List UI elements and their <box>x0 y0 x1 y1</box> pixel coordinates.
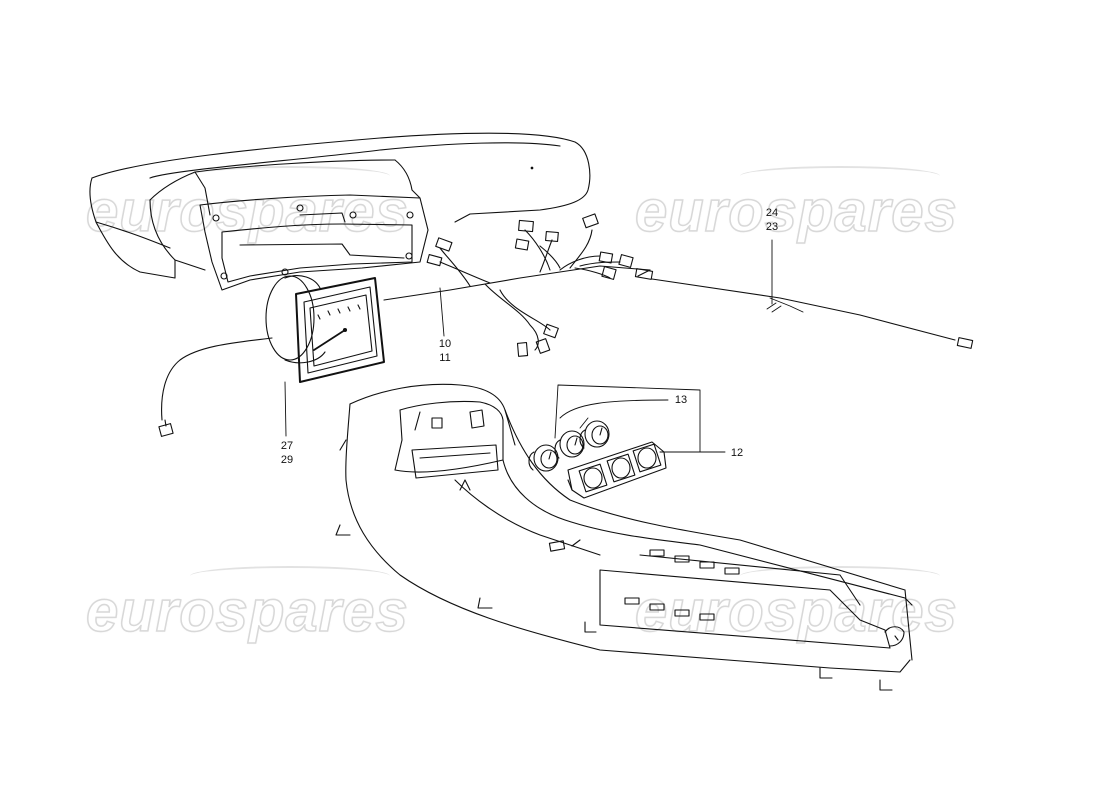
watermark-top-right: eurospares <box>634 178 958 245</box>
callout-24: 24 <box>765 207 779 219</box>
center-console <box>335 383 913 691</box>
wiring-harness <box>383 213 974 357</box>
leader-lines <box>284 239 804 453</box>
callout-13: 13 <box>674 394 688 406</box>
gauge-panel <box>567 441 667 499</box>
small-gauges <box>528 420 610 472</box>
callout-12: 12 <box>730 447 744 459</box>
watermark-swoosh <box>740 566 940 586</box>
callout-29: 29 <box>280 454 294 466</box>
gauge-assembly <box>265 275 385 383</box>
watermark-swoosh <box>190 566 390 586</box>
watermark-swoosh <box>740 166 940 186</box>
instrument-gasket <box>199 194 429 291</box>
gauge-cable <box>158 337 273 437</box>
callout-23: 23 <box>765 221 779 233</box>
dashboard-shell <box>89 132 591 279</box>
watermark-swoosh <box>190 166 390 186</box>
callout-10: 10 <box>438 338 452 350</box>
watermark-top-left: eurospares <box>85 178 409 245</box>
watermark-bottom-left: eurospares <box>85 578 409 645</box>
callout-11: 11 <box>439 352 451 364</box>
callout-27: 27 <box>280 440 294 452</box>
